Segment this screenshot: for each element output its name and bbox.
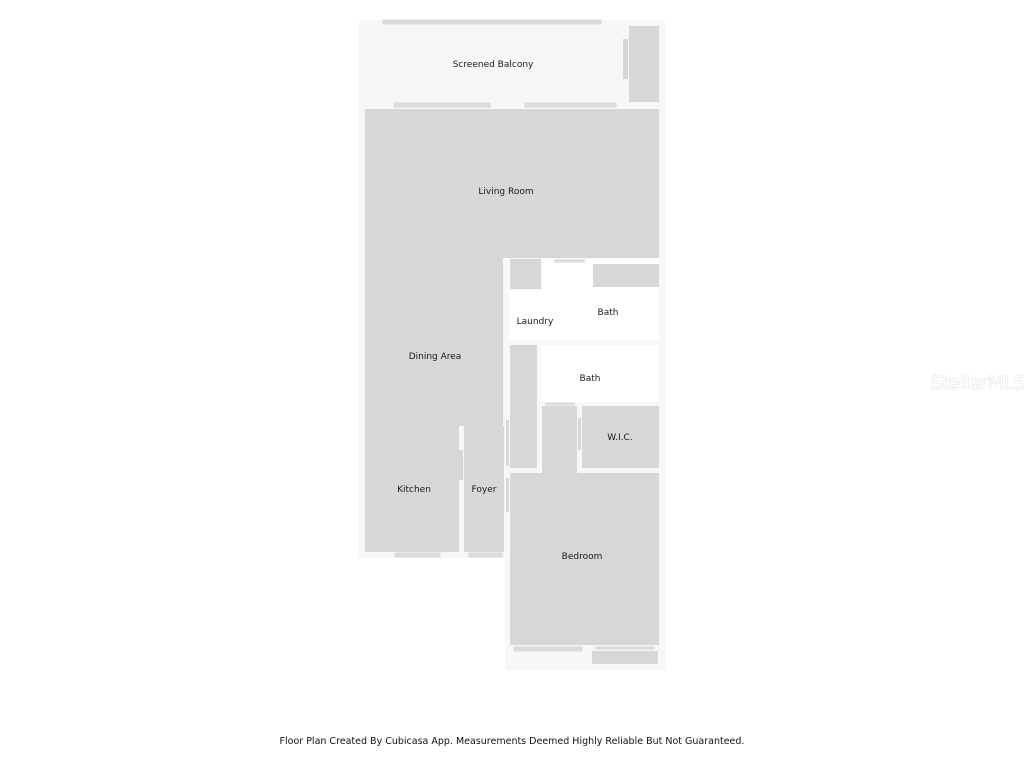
bedroom-entry bbox=[542, 406, 577, 476]
kitchen-foyer-door bbox=[459, 450, 463, 480]
hall-door bbox=[506, 420, 509, 466]
bedroom-window-left bbox=[513, 646, 583, 652]
floor-plan-disclaimer: Floor Plan Created By Cubicasa App. Meas… bbox=[279, 736, 745, 747]
balcony-door bbox=[623, 39, 628, 79]
room-bedroom bbox=[510, 473, 659, 645]
bedroom-ac-unit bbox=[592, 651, 658, 664]
bedroom-window-right bbox=[595, 646, 655, 650]
foyer-side-door bbox=[506, 478, 509, 512]
room-screened-balcony bbox=[363, 24, 661, 104]
label-foyer: Foyer bbox=[471, 485, 497, 495]
balcony-storage bbox=[629, 26, 659, 102]
bath-1-fixture bbox=[554, 259, 585, 263]
label-kitchen: Kitchen bbox=[397, 485, 431, 495]
room-wic bbox=[582, 406, 659, 468]
room-kitchen bbox=[365, 420, 459, 552]
living-corridor bbox=[506, 250, 659, 258]
room-dining-area bbox=[365, 250, 503, 426]
sliding-door-left bbox=[393, 102, 491, 108]
room-bath-2 bbox=[541, 345, 659, 402]
bedroom-entry-door bbox=[545, 402, 575, 406]
laundry-closet bbox=[510, 259, 541, 289]
label-screened-balcony: Screened Balcony bbox=[452, 60, 534, 70]
foyer-entry-door bbox=[468, 552, 503, 558]
hall-closet bbox=[510, 345, 537, 468]
label-living-room: Living Room bbox=[478, 187, 534, 197]
label-wic: W.I.C. bbox=[607, 433, 633, 443]
wic-door bbox=[578, 418, 581, 450]
kitchen-upper bbox=[365, 420, 503, 426]
balcony-screen-top bbox=[382, 19, 602, 25]
label-bath-2: Bath bbox=[579, 374, 601, 384]
label-laundry: Laundry bbox=[516, 317, 554, 327]
kitchen-window bbox=[394, 552, 441, 558]
label-dining-area: Dining Area bbox=[408, 352, 462, 362]
room-foyer bbox=[464, 426, 504, 552]
bath-1-vanity bbox=[593, 264, 659, 287]
sliding-door-right bbox=[524, 102, 617, 108]
stellarmls-watermark: StellarMLS bbox=[930, 372, 1024, 394]
label-bedroom: Bedroom bbox=[561, 552, 603, 562]
label-bath-1: Bath bbox=[597, 308, 619, 318]
room-living-room bbox=[365, 109, 659, 258]
